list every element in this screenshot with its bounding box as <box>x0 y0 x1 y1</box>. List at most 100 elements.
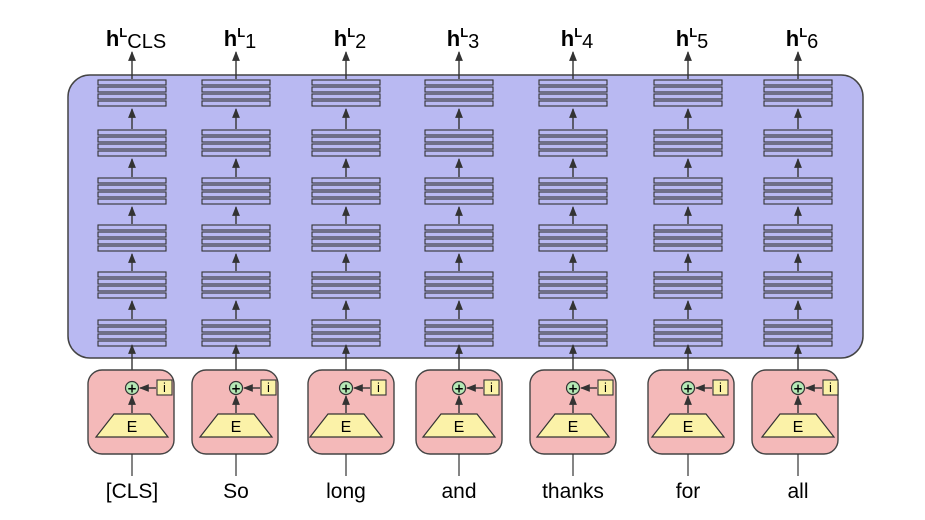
encoder-layer-stack <box>311 319 381 347</box>
layer-bar <box>97 100 167 107</box>
layer-bar <box>97 184 167 191</box>
position-box <box>370 379 387 396</box>
encoder-layer-stack <box>538 79 608 107</box>
layer-bar <box>201 245 271 252</box>
layer-bar <box>97 93 167 100</box>
layer-bar <box>763 100 833 107</box>
input-token: [CLS] <box>106 480 159 503</box>
layer-bar <box>311 245 381 252</box>
embedding-trapezoid <box>94 413 170 438</box>
layer-bar <box>311 198 381 205</box>
layer-bar <box>311 224 381 231</box>
add-symbol: + <box>568 382 578 396</box>
columns-layer: hLCLSE+i[CLS]hL1E+iSohL2E+ilonghL3E+iand… <box>87 25 839 503</box>
add-circle-icon <box>680 380 696 396</box>
layer-bar <box>538 150 608 157</box>
layer-bar <box>424 86 494 93</box>
output-label-base: h <box>224 26 237 51</box>
layer-bar <box>763 93 833 100</box>
output-label-base: h <box>334 26 347 51</box>
output-label-base: h <box>106 26 119 51</box>
encoder-layer-stack <box>424 319 494 347</box>
position-label: i <box>604 380 607 395</box>
layer-bar <box>97 79 167 86</box>
input-token: and <box>441 480 476 503</box>
layer-bar <box>424 184 494 191</box>
position-box <box>260 379 277 396</box>
embedding-label: E <box>231 419 242 436</box>
layer-bar <box>653 319 723 326</box>
layer-bar <box>97 198 167 205</box>
encoder-layer-stack <box>763 177 833 205</box>
layer-bar <box>424 191 494 198</box>
embedding-trapezoid <box>535 413 611 438</box>
layer-bar <box>763 129 833 136</box>
layer-bar <box>424 224 494 231</box>
layer-bar <box>763 177 833 184</box>
embedding-label: E <box>341 419 352 436</box>
add-circle-icon <box>790 380 806 396</box>
output-label-superscript: L <box>119 25 127 40</box>
encoder-layer-stack <box>653 271 723 299</box>
layer-bar <box>201 224 271 231</box>
layer-bar <box>763 150 833 157</box>
layer-bar <box>538 231 608 238</box>
encoder-layer-stack <box>653 129 723 157</box>
layer-bar <box>538 319 608 326</box>
layer-bar <box>97 292 167 299</box>
encoder-layer-stack <box>201 177 271 205</box>
encoder-layer-stack <box>424 224 494 252</box>
embedding-trapezoid <box>760 413 836 438</box>
add-symbol: + <box>231 382 241 396</box>
encoder-layer-stack <box>653 177 723 205</box>
encoder-layer-stack <box>424 129 494 157</box>
layer-bar <box>538 100 608 107</box>
position-box <box>483 379 500 396</box>
position-label: i <box>490 380 493 395</box>
encoder-layer-stack <box>97 79 167 107</box>
layer-bar <box>97 231 167 238</box>
layer-bar <box>201 150 271 157</box>
layer-bar <box>201 278 271 285</box>
embedding-box: E+i <box>529 369 617 455</box>
output-label-base: h <box>786 26 799 51</box>
layer-bar <box>538 136 608 143</box>
layer-bar <box>97 86 167 93</box>
encoder-layer-stack <box>201 224 271 252</box>
layer-bar <box>538 93 608 100</box>
layer-bar <box>311 129 381 136</box>
output-label-subscript: 4 <box>582 31 593 53</box>
embedding-trapezoid <box>650 413 726 438</box>
layer-bar <box>311 93 381 100</box>
add-circle-icon <box>124 380 140 396</box>
layer-bar <box>763 326 833 333</box>
encoder-layer-stack <box>763 224 833 252</box>
layer-bar <box>97 150 167 157</box>
layer-bar <box>311 326 381 333</box>
encoder-layer-stack <box>97 224 167 252</box>
embedding-trapezoid <box>198 413 274 438</box>
output-label: hL4 <box>561 25 594 53</box>
layer-bar <box>538 86 608 93</box>
layer-bar <box>311 278 381 285</box>
layer-bar <box>201 198 271 205</box>
layer-bar <box>653 79 723 86</box>
layer-bar <box>538 333 608 340</box>
encoder-layer-stack <box>311 129 381 157</box>
layer-bar <box>763 319 833 326</box>
layer-bar <box>97 278 167 285</box>
layer-bar <box>424 136 494 143</box>
layer-bar <box>201 319 271 326</box>
layer-bar <box>201 184 271 191</box>
layer-bar <box>201 238 271 245</box>
output-label-base: h <box>676 26 689 51</box>
layer-bar <box>201 285 271 292</box>
layer-bar <box>424 326 494 333</box>
output-label-superscript: L <box>460 25 468 40</box>
layer-bar <box>97 271 167 278</box>
layer-bar <box>97 224 167 231</box>
